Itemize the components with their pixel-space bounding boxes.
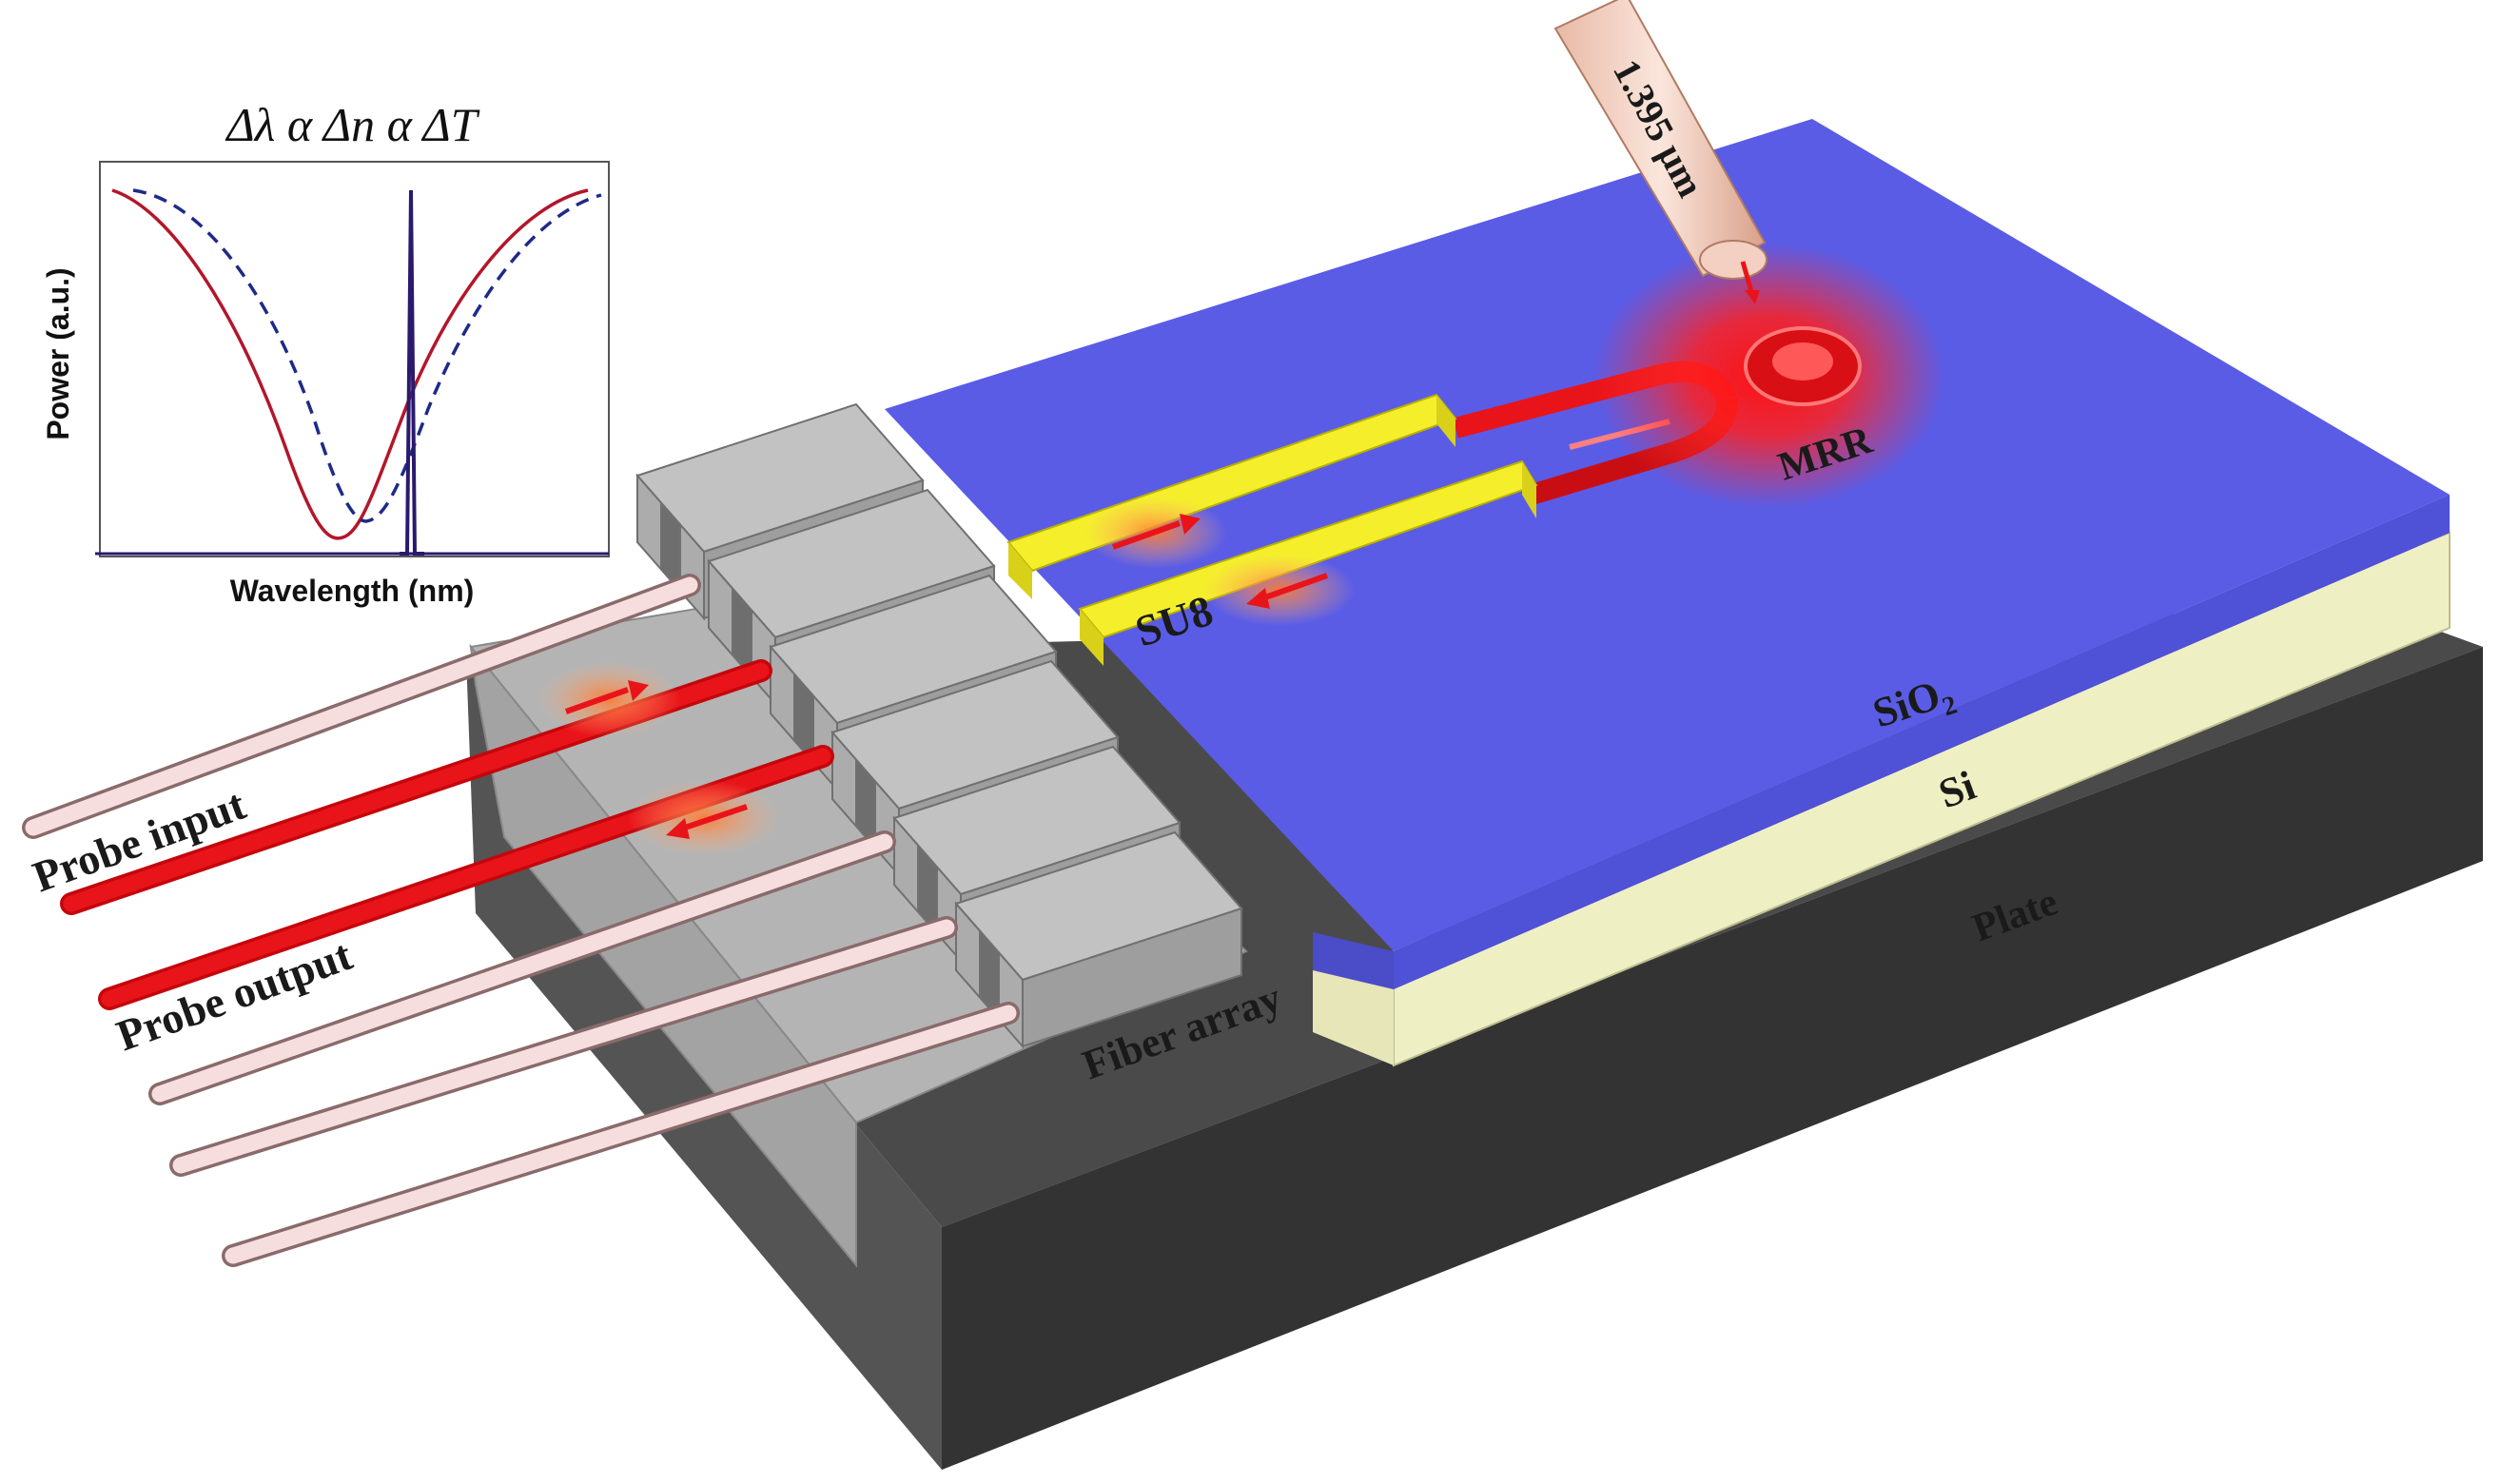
su8-upper-front (1008, 542, 1032, 599)
pump-arrow-head (1745, 290, 1760, 304)
arrow-output-head (666, 818, 690, 839)
glow-output (628, 780, 780, 856)
su8-lower-end (1522, 461, 1536, 518)
mrr-ring-rim (1744, 326, 1862, 406)
inset-frame (99, 161, 610, 557)
sio2-left-face (1313, 932, 1394, 989)
arrow-input (564, 687, 630, 714)
fiber (25, 576, 698, 836)
pump-fiber-tip (1699, 240, 1768, 280)
mrr-ring-hole (1772, 342, 1833, 381)
arrow-su8-return-head (1246, 588, 1270, 609)
su8-upper-end (1436, 395, 1455, 447)
su8-lower-front (1080, 609, 1104, 666)
arrow-output (684, 804, 748, 830)
arrow-su8-forward-head (1180, 514, 1201, 535)
sio2-front-face (1394, 495, 2450, 989)
sio2-top (885, 119, 2450, 951)
arrow-su8-return (1263, 573, 1329, 600)
inset-xlabel: Wavelength (nm) (230, 574, 475, 608)
signal-arrows (537, 497, 1356, 856)
fiber-blocks (635, 402, 1243, 1049)
curve-reference (132, 188, 602, 523)
fiber (151, 833, 893, 1103)
resonance-spike (400, 189, 424, 556)
inset-plot: Δλ α Δn α ΔT Wavelength (nm) Power (a.u.… (41, 98, 610, 608)
plate-side (942, 647, 2483, 1470)
pump-arrow (1740, 261, 1755, 296)
pump-fiber-body (1553, 0, 1767, 278)
fibers (22, 574, 1020, 1267)
curve-shifted (111, 188, 589, 540)
inset-title: Δλ α Δn α ΔT (225, 98, 479, 151)
arrow-input-head (628, 680, 649, 701)
sio2-layer (885, 119, 2450, 989)
holder-front (469, 643, 857, 1268)
fiber (225, 1005, 1017, 1264)
arrow-su8-forward (1111, 520, 1182, 550)
inset-ylabel: Power (a.u.) (41, 267, 75, 439)
fiber (172, 919, 955, 1174)
mrr-ring-group (1593, 243, 1945, 509)
